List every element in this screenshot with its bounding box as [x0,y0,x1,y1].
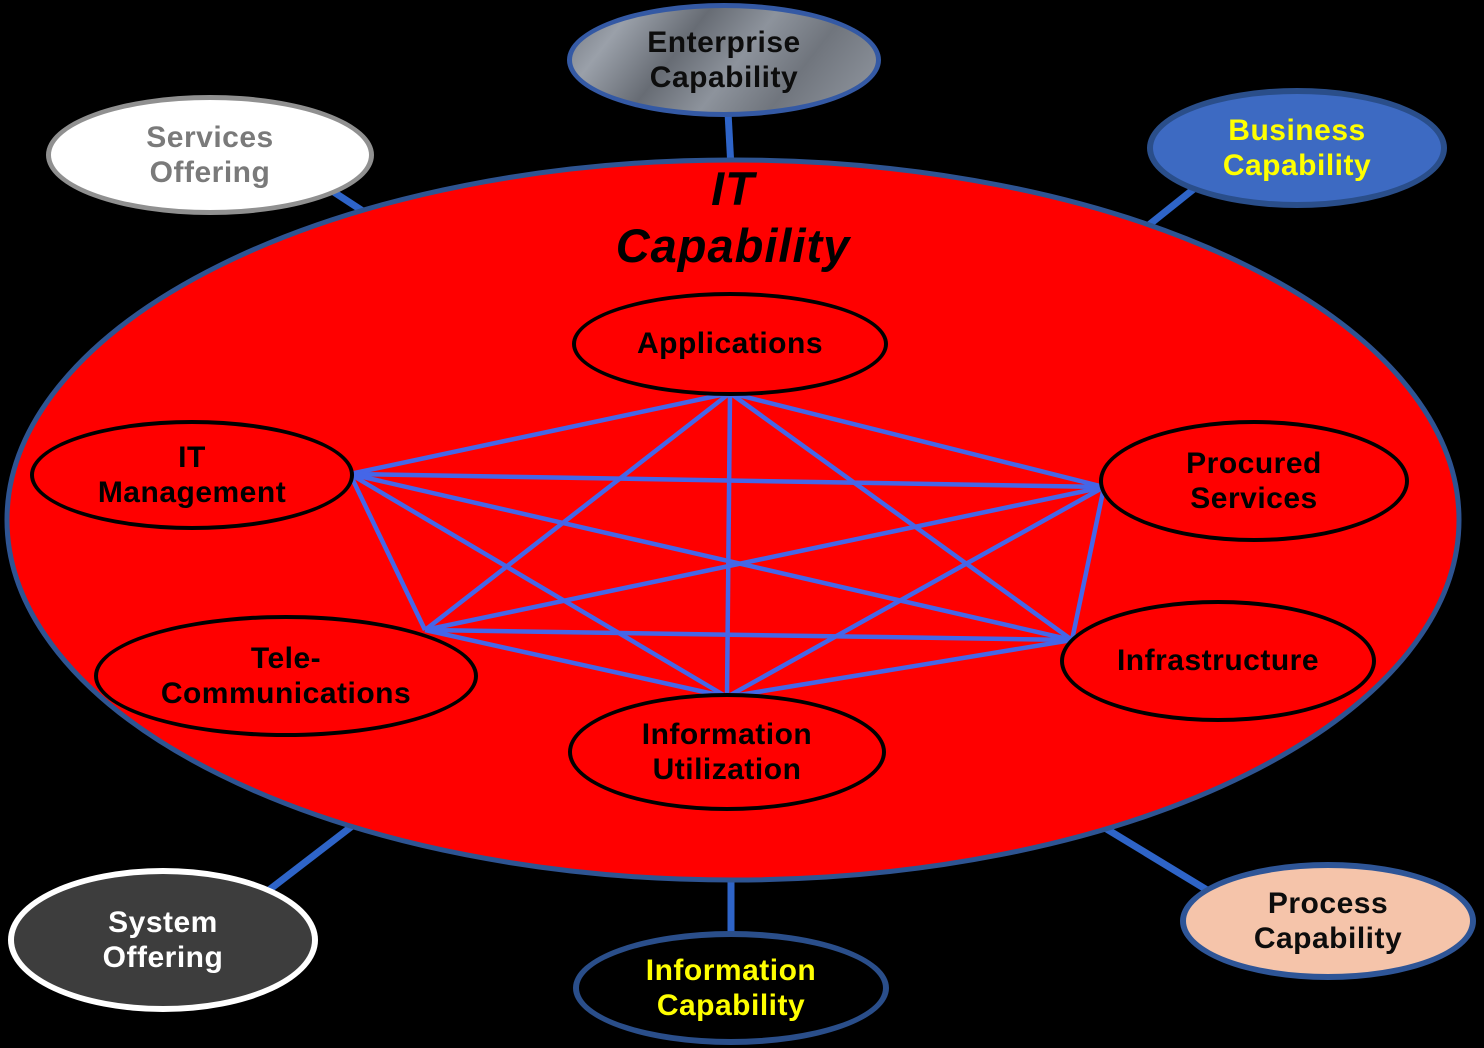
node-label-applications: Applications [636,327,823,361]
node-information-utilization: Information Utilization [568,693,886,811]
node-label-services-offering: Services Offering [146,120,274,189]
mesh-line-infrastructure--information-utilization [726,637,1073,700]
diagram-title: IT Capability [615,162,851,273]
node-label-infrastructure: Infrastructure [1116,644,1320,678]
node-label-tele-communications: Tele- Communications [160,641,412,710]
node-procured-services: Procured Services [1099,420,1409,542]
node-process-capability: Process Capability [1180,862,1476,980]
node-applications: Applications [572,292,888,396]
node-infrastructure: Infrastructure [1060,600,1376,722]
mesh-line-procured-services--information-utilization [725,485,1106,699]
node-label-process-capability: Process Capability [1253,886,1403,955]
mesh-line-tele-communications--information-utilization [424,627,728,700]
mesh-line-applications--infrastructure [728,391,1074,642]
node-label-information-utilization: Information Utilization [641,717,813,786]
node-system-offering: System Offering [8,868,318,1012]
node-label-information-capability: Information Capability [645,953,817,1022]
node-services-offering: Services Offering [46,95,374,215]
mesh-line-it-management--infrastructure [349,471,1073,643]
mesh-line-applications--tele-communications [423,391,732,632]
mesh-line-it-management--tele-communications [347,473,428,631]
node-enterprise-capability: Enterprise Capability [567,3,881,117]
mesh-line-tele-communications--infrastructure [424,627,1073,643]
node-information-capability: Information Capability [573,931,889,1045]
mesh-line-procured-services--tele-communications [424,484,1105,633]
node-it-management: IT Management [30,420,354,530]
mesh-line-applications--it-management [349,390,731,477]
mesh-line-it-management--procured-services [349,471,1105,490]
mesh-line-applications--information-utilization [724,392,733,698]
node-label-it-management: IT Management [97,440,287,509]
node-label-enterprise-capability: Enterprise Capability [647,25,801,94]
node-label-system-offering: System Offering [102,905,224,974]
mesh-line-it-management--information-utilization [348,472,729,699]
node-label-procured-services: Procured Services [1186,446,1322,515]
node-label-business-capability: Business Capability [1222,113,1372,182]
mesh-line-procured-services--infrastructure [1069,486,1107,641]
mesh-line-applications--procured-services [729,390,1105,490]
node-business-capability: Business Capability [1147,88,1447,208]
node-tele-communications: Tele- Communications [94,615,478,737]
